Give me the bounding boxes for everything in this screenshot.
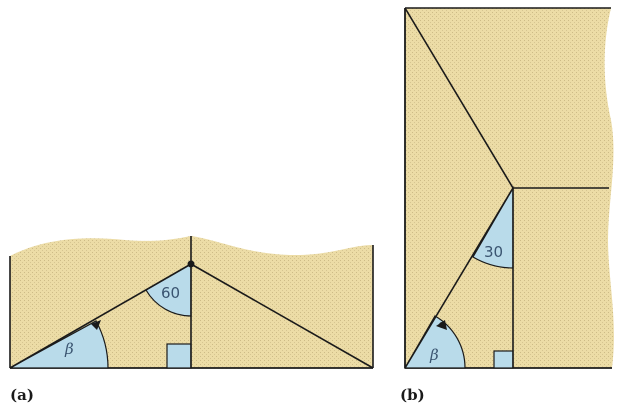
lower-diagonal-fold-b: [404, 187, 514, 369]
right-angle-marker-a: [166, 343, 192, 369]
angle-label-30: 30: [484, 243, 503, 261]
diagonal-fold-right-a: [190, 263, 374, 369]
upper-diagonal-fold-b: [404, 7, 514, 189]
angle-label-beta-b: β: [429, 346, 439, 364]
vertex-dot-a: [187, 260, 195, 268]
angle-label-beta-a: β: [64, 340, 74, 358]
beta-angle-b: [403, 315, 466, 369]
panel-b: 30 β (b): [400, 7, 614, 404]
arrow-marker-a: [91, 320, 101, 330]
panel-label-a: (a): [10, 386, 34, 404]
sixty-angle-a: [145, 262, 192, 317]
beta-angle-a: [9, 320, 109, 369]
diagonal-fold-left-a: [9, 263, 192, 369]
angle-label-60: 60: [161, 284, 180, 302]
panel-a: 60 β (a): [9, 236, 374, 404]
paper-sheet-b: [405, 8, 614, 368]
right-angle-marker-b: [493, 350, 514, 369]
panel-label-b: (b): [400, 386, 425, 404]
vertex-dot-b: [439, 322, 445, 328]
